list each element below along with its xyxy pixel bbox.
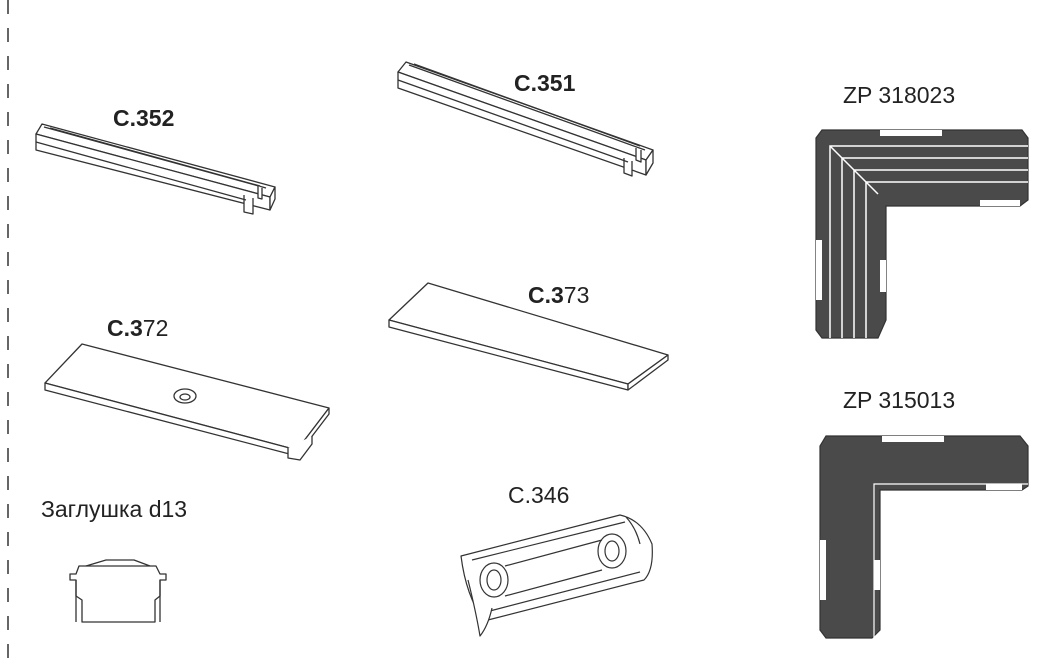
part-c373-label-suffix: 73 [563,282,590,308]
part-c372-label-prefix: C.3 [107,315,143,341]
part-c373-label-prefix: C.3 [528,282,564,308]
part-c351-drawing [397,61,654,177]
part-zp318023-label: ZP 318023 [843,82,956,108]
part-c352-label: C.352 [113,105,175,131]
part-c346-label: C.346 [508,482,570,508]
part-c352-drawing [35,123,276,215]
part-zp315013-label: ZP 315013 [843,387,956,413]
part-c372-drawing [44,343,330,461]
part-c373-label: C.373 [528,284,589,307]
part-c372-label-suffix: 72 [142,315,169,341]
part-c346-drawing [460,514,653,637]
part-c373-drawing [388,282,669,391]
part-plug-label: Заглушка d13 [41,496,188,522]
part-plug-drawing [69,559,167,623]
part-zp315013-drawing [819,435,1029,639]
part-c351-label: C.351 [514,70,576,96]
part-zp318023-drawing [815,129,1029,339]
part-c372-label: C.372 [107,317,168,340]
